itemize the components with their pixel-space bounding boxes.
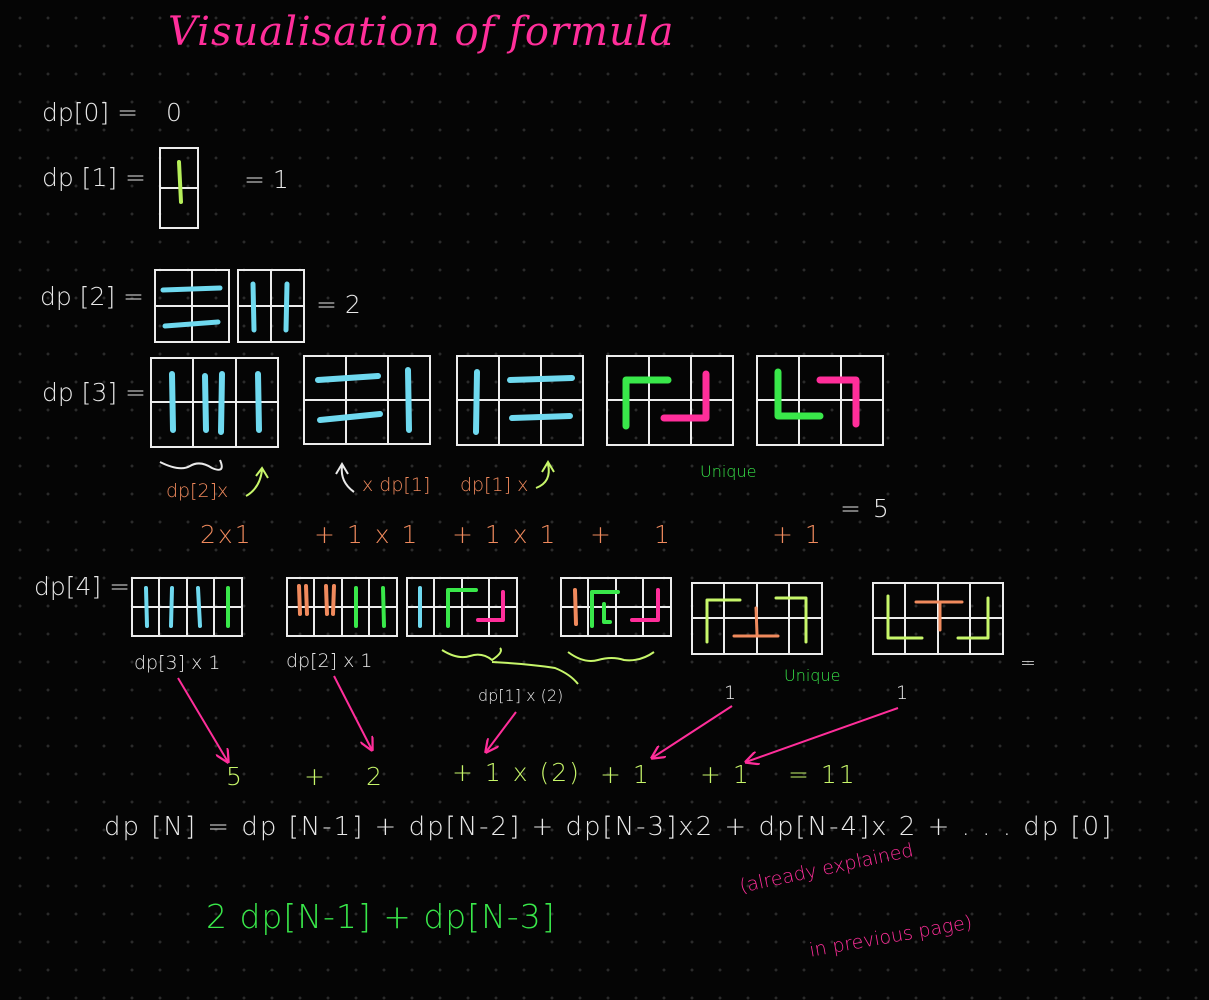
general-formula: dp [N] = dp [N-1] + dp[N-2] + dp[N-3]x2 …	[104, 812, 1114, 842]
dp4-grid-6	[872, 582, 1004, 655]
dp4-tiles-4	[573, 588, 660, 628]
dp4-grid-2	[286, 577, 398, 637]
dp3-note-1: dp[2]x	[166, 480, 229, 502]
dp4-sum-result: = 11	[788, 760, 857, 789]
dp3-hook-arrow-3	[535, 460, 555, 489]
dp3-note-2: x dp[1]	[362, 474, 431, 496]
dp3-brace	[159, 459, 223, 471]
dp4-sum-term-3: + 1 x (2)	[452, 758, 581, 787]
dp3-note-unique: Unique	[700, 462, 757, 481]
dp4-note-2: dp[2] x 1	[286, 650, 373, 672]
dp4-sum-term-5: + 1	[700, 760, 751, 789]
dp4-sum-plus: +	[304, 762, 327, 791]
dp3-tromino-pink-1	[660, 370, 710, 422]
dp2-grid-horizontal	[154, 269, 230, 343]
dp3-tiles-3	[473, 369, 575, 435]
dp4-brace-join	[491, 661, 579, 685]
dp3-note-3: dp[1] x	[460, 474, 529, 496]
dp4-brace-left	[441, 647, 502, 662]
dp3-hook-arrow-1	[245, 466, 269, 497]
dp3-tromino-green-1	[622, 376, 672, 430]
dp2-tiles-vertical	[250, 281, 290, 333]
dp3-hook-arrow-2	[335, 462, 355, 493]
dp4-sum-term-4: + 1	[600, 760, 651, 789]
dp4-tiles-6	[886, 594, 990, 640]
dp4-note-6: =	[1020, 652, 1036, 674]
dp4-tiles-3	[418, 586, 505, 628]
dp2-value: = 2	[316, 290, 361, 319]
dp4-label: dp[4] =	[34, 572, 131, 601]
dp1-value: = 1	[244, 165, 289, 194]
dp3-label: dp [3] =	[42, 378, 146, 407]
dp3-sum-term-2: + 1 x 1	[314, 520, 420, 549]
dp4-tiles-5	[705, 596, 808, 644]
dp4-note-4: 1	[724, 682, 737, 704]
dp3-tromino-green-2	[774, 368, 824, 420]
dp3-sum-term-1: 2x1	[200, 520, 253, 549]
dp3-grid-4	[606, 355, 734, 446]
dp4-tiles-2	[297, 584, 386, 628]
dp2-grid-vertical	[237, 269, 305, 343]
dp3-sum-plus: +	[590, 520, 613, 549]
dp2-label: dp [2] =	[40, 282, 144, 311]
dp2-tiles-horizontal	[160, 285, 223, 329]
dp4-sum-term-2: 2	[366, 762, 384, 791]
dp3-sum-term-3: + 1 x 1	[452, 520, 558, 549]
dp4-grid-4	[560, 577, 672, 637]
dp3-tiles-2	[315, 367, 412, 433]
dp3-sum-term-5: + 1	[772, 520, 823, 549]
dp4-arrows	[177, 675, 899, 762]
dp4-sum-term-1: 5	[226, 762, 244, 791]
dp1-label: dp [1] =	[42, 163, 146, 192]
dp3-sum-result: = 5	[840, 494, 891, 523]
dp1-tile	[177, 160, 183, 204]
dp4-note-5: 1	[896, 682, 909, 704]
dp4-tiles-1	[144, 586, 230, 628]
dp4-brace-right	[567, 651, 655, 662]
dp4-grid-1	[131, 577, 243, 637]
dp3-sum-term-4: 1	[654, 520, 672, 549]
dp4-note-1: dp[3] x 1	[134, 652, 221, 674]
dp4-note-unique: Unique	[784, 666, 841, 685]
dp4-note-3: dp[1] x (2)	[478, 686, 564, 705]
dp0-label: dp[0] =	[42, 98, 139, 127]
dp4-grid-3	[406, 577, 518, 637]
dp0-value: 0	[166, 98, 182, 127]
dp3-tromino-pink-2	[816, 376, 860, 428]
simplified-formula: 2 dp[N-1] + dp[N-3]	[206, 897, 556, 936]
page-title: Visualisation of formula	[168, 9, 675, 55]
dp3-tiles-1	[169, 371, 262, 435]
